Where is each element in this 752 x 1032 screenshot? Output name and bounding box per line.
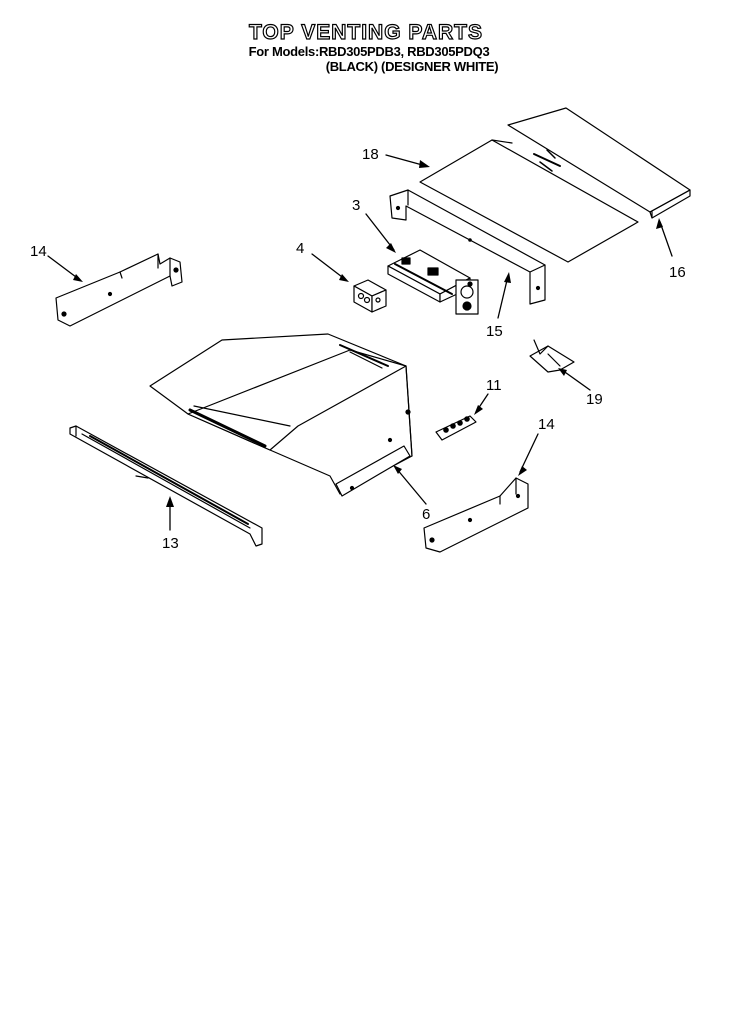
part-15-bracket bbox=[389, 189, 546, 305]
callout-6: 6 bbox=[422, 506, 430, 523]
callout-16: 16 bbox=[669, 264, 686, 281]
callout-19: 19 bbox=[586, 391, 603, 408]
callout-14-left: 14 bbox=[30, 243, 47, 260]
part-14-left-bracket bbox=[55, 253, 183, 327]
part-3-switch-assembly bbox=[387, 249, 479, 315]
callout-15: 15 bbox=[486, 323, 503, 340]
part-4-terminal-block bbox=[353, 279, 387, 313]
colors-line: (BLACK) (DESIGNER WHITE) bbox=[325, 59, 499, 74]
diagram-header: TOP VENTING PARTS For Models:RBD305PDB3,… bbox=[0, 21, 732, 74]
part-6-venting-hood bbox=[149, 333, 413, 497]
models-line: For Models:RBD305PDB3, RBD305PDQ3 bbox=[248, 44, 490, 59]
callout-labels: 18 3 4 14 16 15 11 19 14 6 13 bbox=[30, 146, 686, 552]
callout-4: 4 bbox=[296, 240, 304, 257]
part-14-right-bracket bbox=[423, 477, 529, 553]
diagram-title: TOP VENTING PARTS bbox=[248, 21, 484, 44]
callout-14-right: 14 bbox=[538, 416, 555, 433]
callout-13: 13 bbox=[162, 535, 179, 552]
callout-3: 3 bbox=[352, 197, 360, 214]
callout-18: 18 bbox=[362, 146, 379, 163]
callout-11: 11 bbox=[486, 377, 502, 394]
leader-arrowheads bbox=[73, 160, 663, 507]
part-19-clip bbox=[529, 339, 575, 373]
part-18-insulation-sheet bbox=[419, 139, 639, 263]
part-16-top-panel bbox=[507, 107, 691, 219]
part-13-front-rail bbox=[69, 425, 263, 547]
part-11-connector-strip bbox=[435, 415, 477, 441]
